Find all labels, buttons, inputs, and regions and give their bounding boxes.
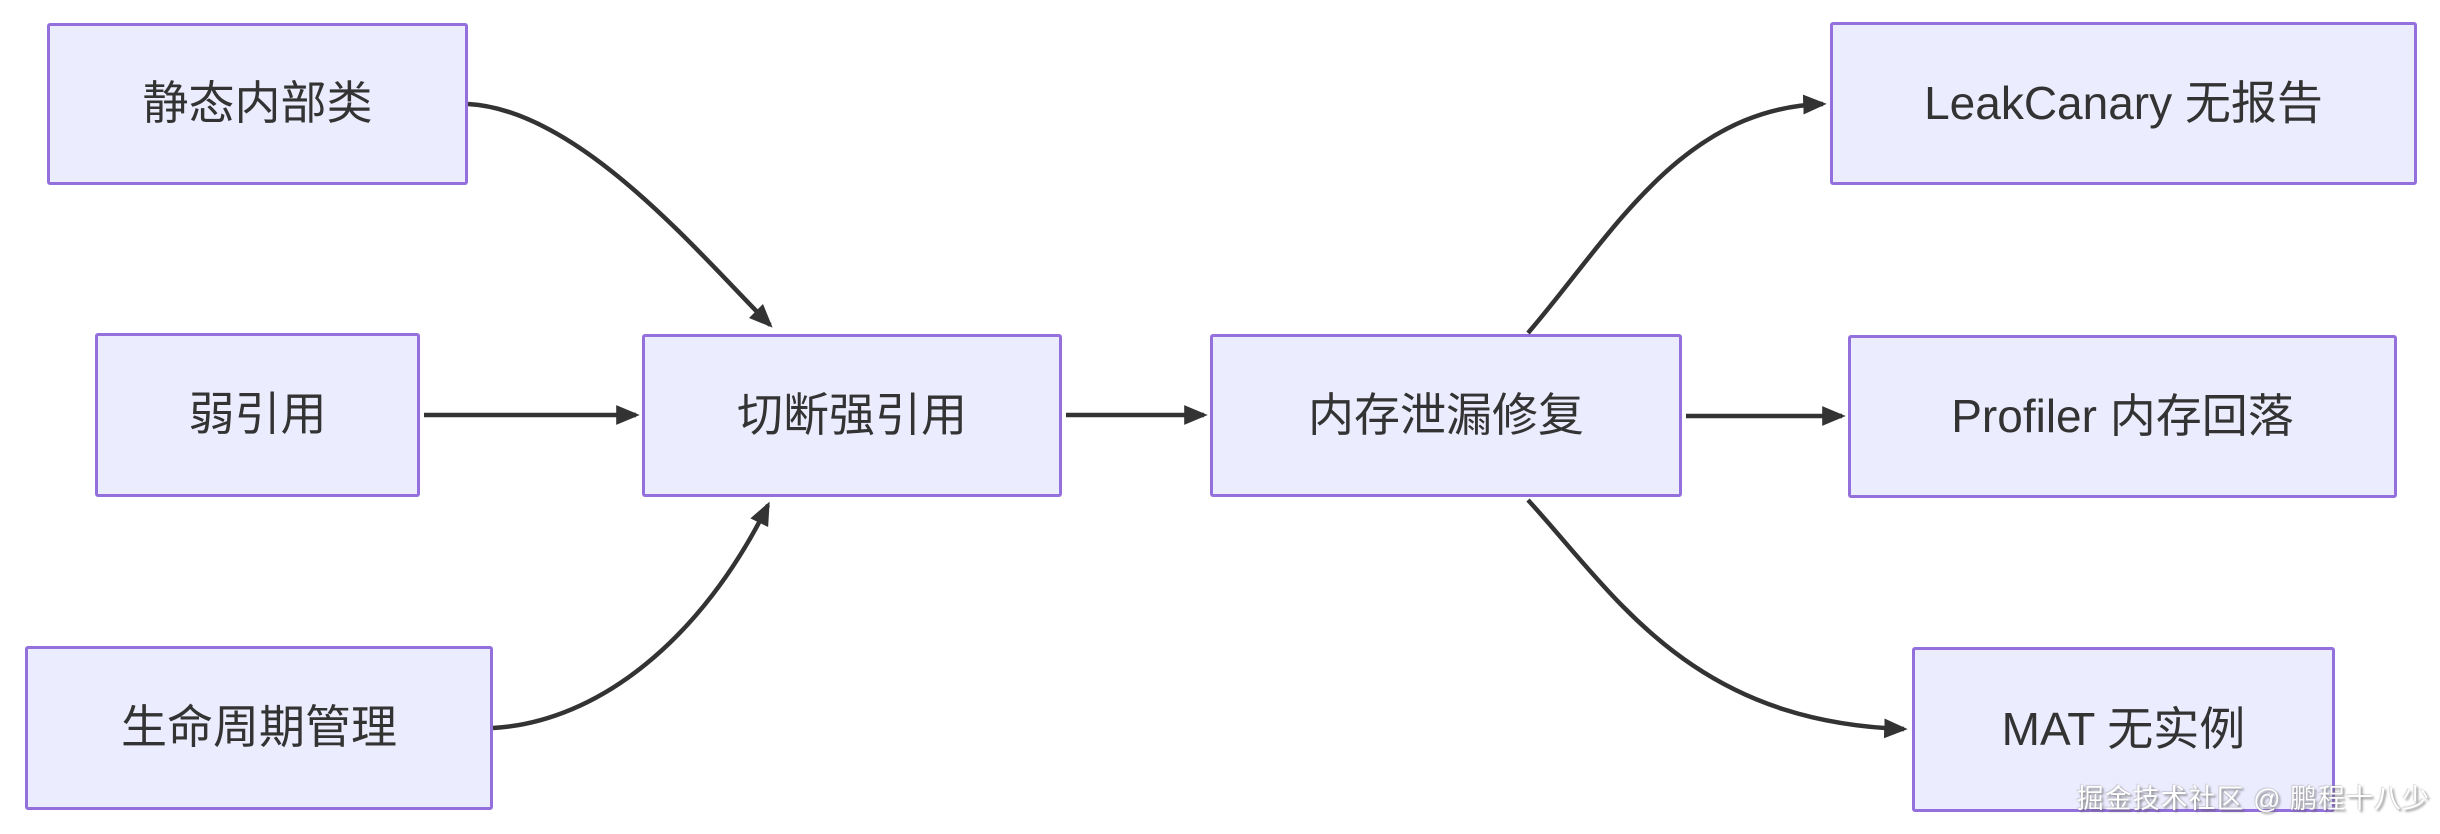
- edge-lifecycle-management-to-cut-strong-reference: [492, 501, 771, 731]
- node-label: 切断强引用: [737, 388, 967, 441]
- edge-memory-leak-fix-to-mat-no-instance: [1526, 498, 1908, 739]
- node-label: MAT 无实例: [2001, 702, 2246, 755]
- node-label: 内存泄漏修复: [1308, 388, 1584, 441]
- node-label: LeakCanary 无报告: [1924, 76, 2323, 129]
- watermark: 掘金技术社区 @ 鹏程十八少: [2076, 784, 2430, 814]
- edge-memory-leak-fix-to-leakcanary-no-report: [1526, 94, 1827, 335]
- node-lifecycle-management: 生命周期管理: [25, 646, 493, 810]
- node-static-inner-class: 静态内部类: [47, 23, 468, 185]
- node-label: Profiler 内存回落: [1951, 389, 2294, 442]
- node-memory-leak-fix: 内存泄漏修复: [1210, 334, 1682, 497]
- node-profiler-memory-drop: Profiler 内存回落: [1848, 335, 2397, 498]
- node-label: 弱引用: [188, 388, 327, 441]
- node-label: 生命周期管理: [121, 701, 397, 754]
- node-weak-reference: 弱引用: [95, 333, 420, 497]
- node-cut-strong-reference: 切断强引用: [642, 334, 1062, 497]
- edge-static-inner-class-to-cut-strong-reference: [467, 101, 773, 328]
- node-label: 静态内部类: [142, 77, 373, 130]
- node-leakcanary-no-report: LeakCanary 无报告: [1830, 22, 2417, 185]
